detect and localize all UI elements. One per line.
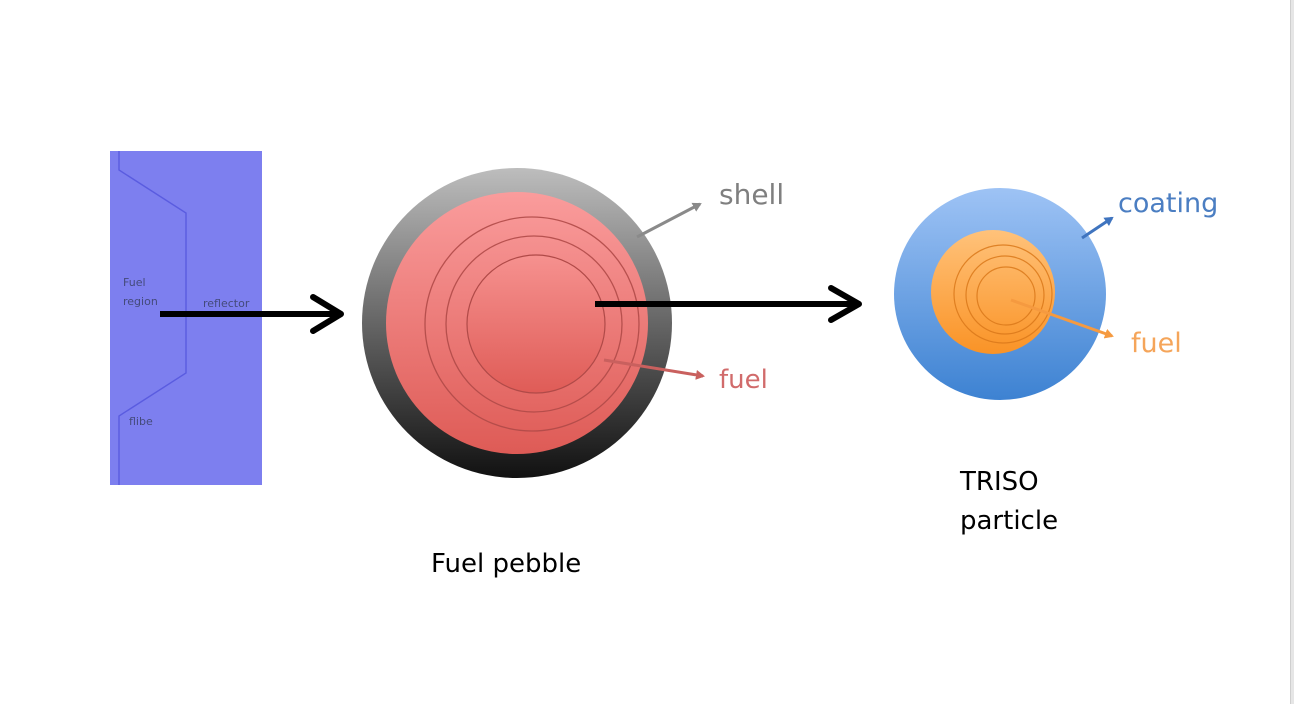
- triso-particle: [894, 188, 1106, 400]
- triso-ring-middle: [965, 255, 1045, 335]
- coating-label: coating: [1118, 188, 1218, 219]
- pebble-fuel-ring-outer: [424, 216, 640, 432]
- coating-pointer-arrow: [1081, 216, 1114, 240]
- flibe-label: flibe: [129, 415, 153, 428]
- pebble-fuel-core: [466, 254, 606, 394]
- arrow-core-to-pebble: [160, 294, 344, 334]
- pebble-fuel-ring-inner: [445, 235, 623, 413]
- fuel-region-label-line1: Fuel: [123, 276, 146, 289]
- reflector-label: reflector: [203, 297, 250, 310]
- window-edge: [1290, 0, 1294, 704]
- core-panel: Fuel region reflector flibe: [110, 151, 262, 485]
- triso-ring-inner: [976, 266, 1036, 326]
- shell-label: shell: [719, 178, 784, 211]
- triso-fuel-kernel: [931, 230, 1055, 354]
- fuel-pebble-caption: Fuel pebble: [431, 549, 581, 579]
- triso-caption-line2: particle: [960, 506, 1058, 536]
- pebble-fuel-label: fuel: [719, 365, 768, 395]
- fuel-region-label-line2: region: [123, 295, 158, 308]
- fuel-pebble: [362, 168, 672, 478]
- shell-pointer-arrow: [636, 202, 702, 239]
- triso-caption-line1: TRISO: [959, 467, 1039, 497]
- core-region-boundary: [118, 151, 187, 485]
- triso-fuel-label: fuel: [1131, 328, 1182, 359]
- triso-fuel-pointer-arrow: [1010, 298, 1114, 339]
- triso-ring-outer: [953, 244, 1053, 344]
- pebble-fuel-pointer-arrow: [603, 358, 705, 380]
- arrow-pebble-to-triso: [595, 285, 862, 323]
